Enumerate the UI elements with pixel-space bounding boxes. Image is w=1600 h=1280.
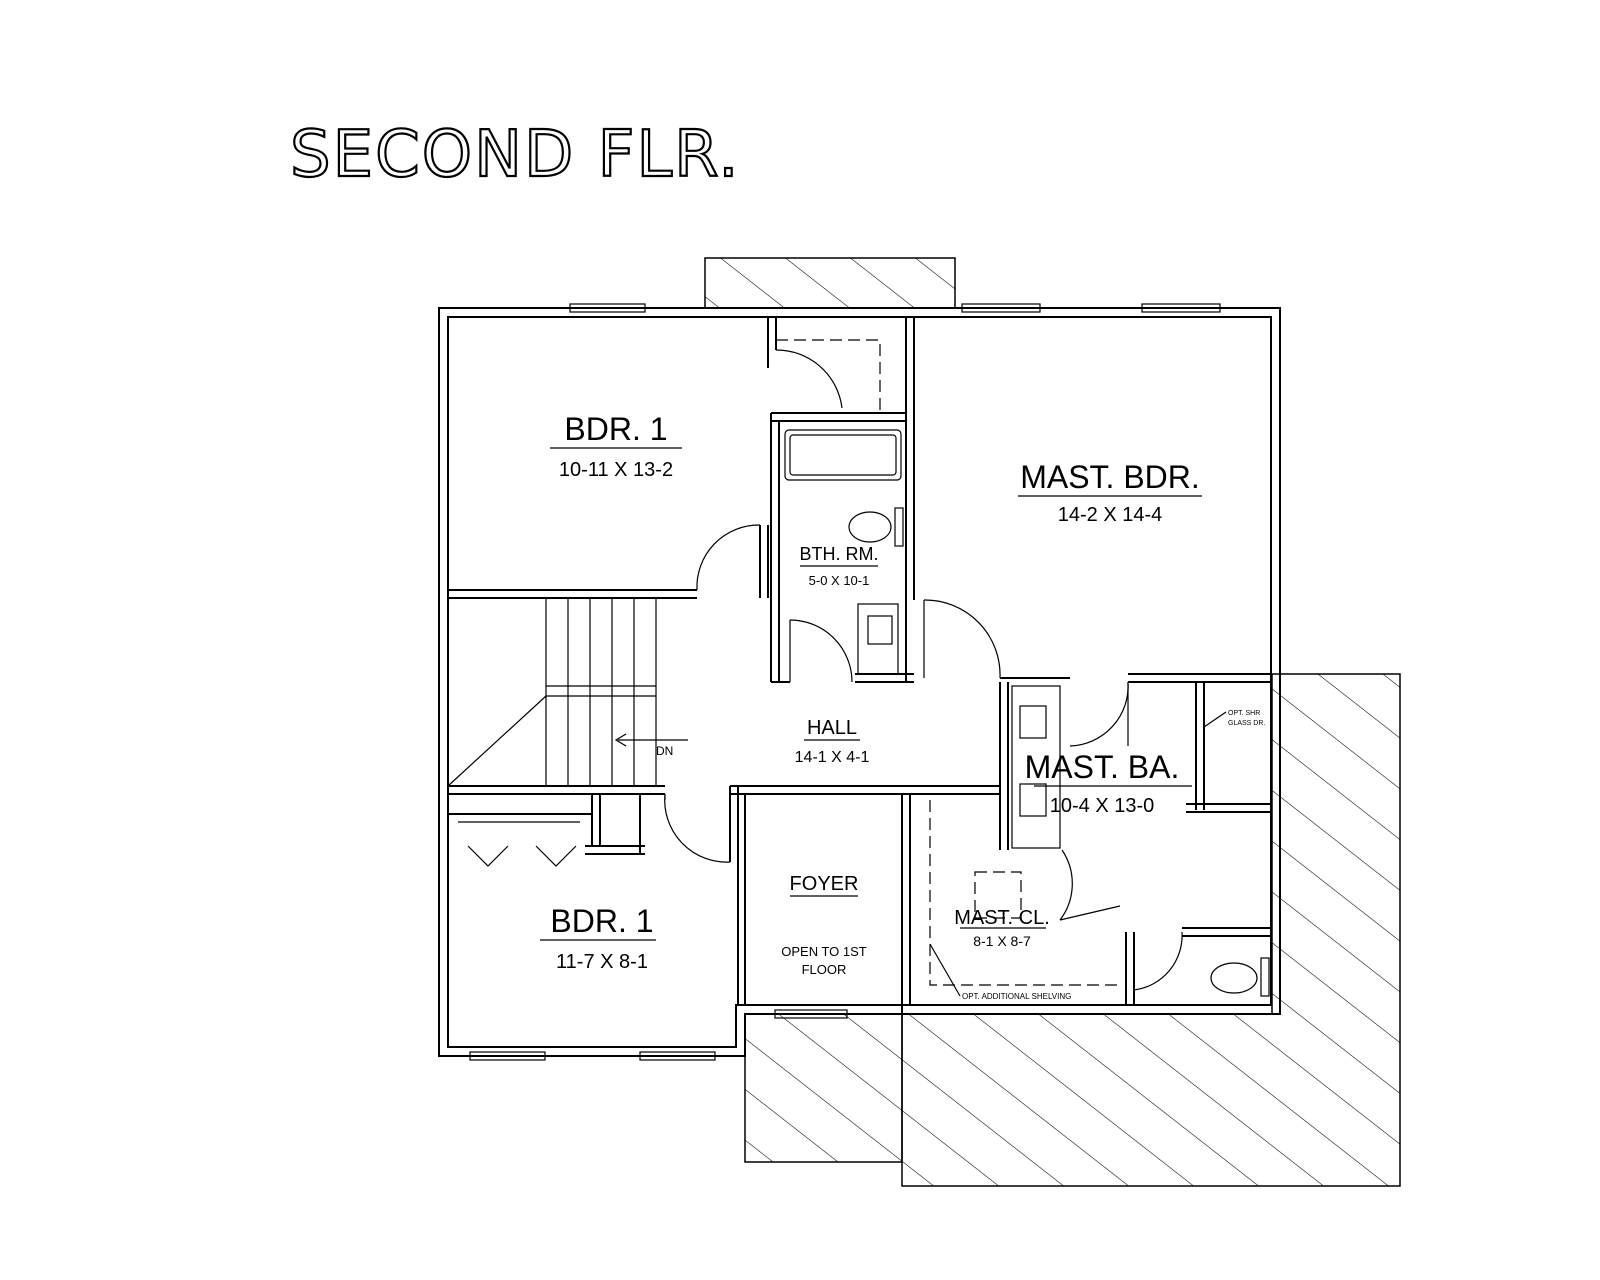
room-bath: BTH. RM. 5-0 X 10-1 xyxy=(800,544,879,588)
interior-walls xyxy=(448,317,1271,1014)
room-mast-cl: MAST. CL. 8-1 X 8-7 xyxy=(954,907,1050,949)
shelving-note: OPT. ADDITIONAL SHELVING xyxy=(962,992,1071,1001)
room-bdr1-top: BDR. 1 10-11 X 13-2 xyxy=(550,411,682,481)
room-dimensions: 10-4 X 13-0 xyxy=(1050,795,1155,817)
hatched-areas xyxy=(704,257,1401,1187)
stairs xyxy=(447,598,688,787)
room-name: FOYER xyxy=(790,873,859,895)
room-bdr1-bottom: BDR. 1 11-7 X 8-1 xyxy=(540,903,656,973)
room-name: MAST. BA. xyxy=(1025,749,1180,785)
room-dimensions: 14-2 X 14-4 xyxy=(1058,504,1163,526)
room-name: MAST. CL. xyxy=(954,907,1050,929)
fixtures xyxy=(784,429,1270,997)
room-name: BTH. RM. xyxy=(800,544,879,564)
foyer-note-line1: OPEN TO 1ST xyxy=(781,944,867,959)
foyer-note-line2: FLOOR xyxy=(802,962,847,977)
room-foyer: FOYER OPEN TO 1ST FLOOR xyxy=(781,873,867,977)
room-dimensions: 5-0 X 10-1 xyxy=(809,573,870,588)
room-name: HALL xyxy=(807,717,857,739)
room-dimensions: 10-11 X 13-2 xyxy=(559,459,673,481)
plan-title: SECOND FLR. xyxy=(290,118,741,192)
shower-note-line1: OPT. SHR xyxy=(1228,710,1260,717)
room-name: MAST. BDR. xyxy=(1020,459,1200,495)
room-dimensions: 8-1 X 8-7 xyxy=(973,933,1031,949)
room-name: BDR. 1 xyxy=(550,903,653,939)
room-dimensions: 11-7 X 8-1 xyxy=(556,951,648,973)
room-mast-ba: MAST. BA. 10-4 X 13-0 xyxy=(1025,749,1192,817)
stair-down-label: DN xyxy=(656,744,673,758)
room-hall: HALL 14-1 X 4-1 xyxy=(795,717,870,766)
exterior-walls xyxy=(438,303,1281,1061)
room-mast-bdr: MAST. BDR. 14-2 X 14-4 xyxy=(1018,459,1202,526)
plan-notes: DN OPT. SHR GLASS DR. OPT. ADDITIONAL SH… xyxy=(656,710,1265,1001)
shower-note-line2: GLASS DR. xyxy=(1228,720,1265,727)
room-name: BDR. 1 xyxy=(564,411,667,447)
room-dimensions: 14-1 X 4-1 xyxy=(795,749,870,766)
door-swings xyxy=(664,349,1183,991)
